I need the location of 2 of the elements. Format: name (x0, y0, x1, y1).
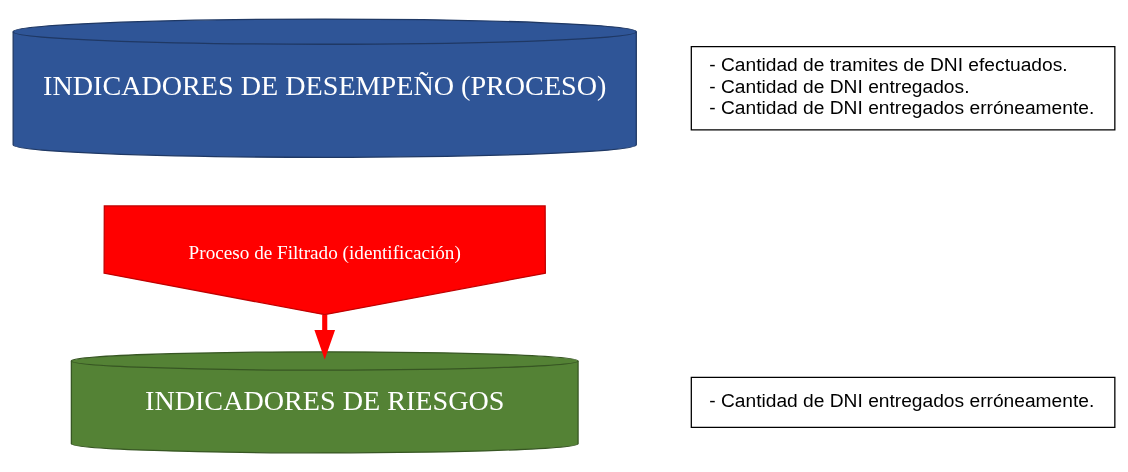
node-box: - Cantidad de tramites de DNI efectuados. - Cantidad de DNI entregados. - Cantidad de DNI entregados erróneamente. (690, 46, 1116, 131)
node-box: - Cantidad de DNI entregados erróneamente. (690, 376, 1116, 428)
